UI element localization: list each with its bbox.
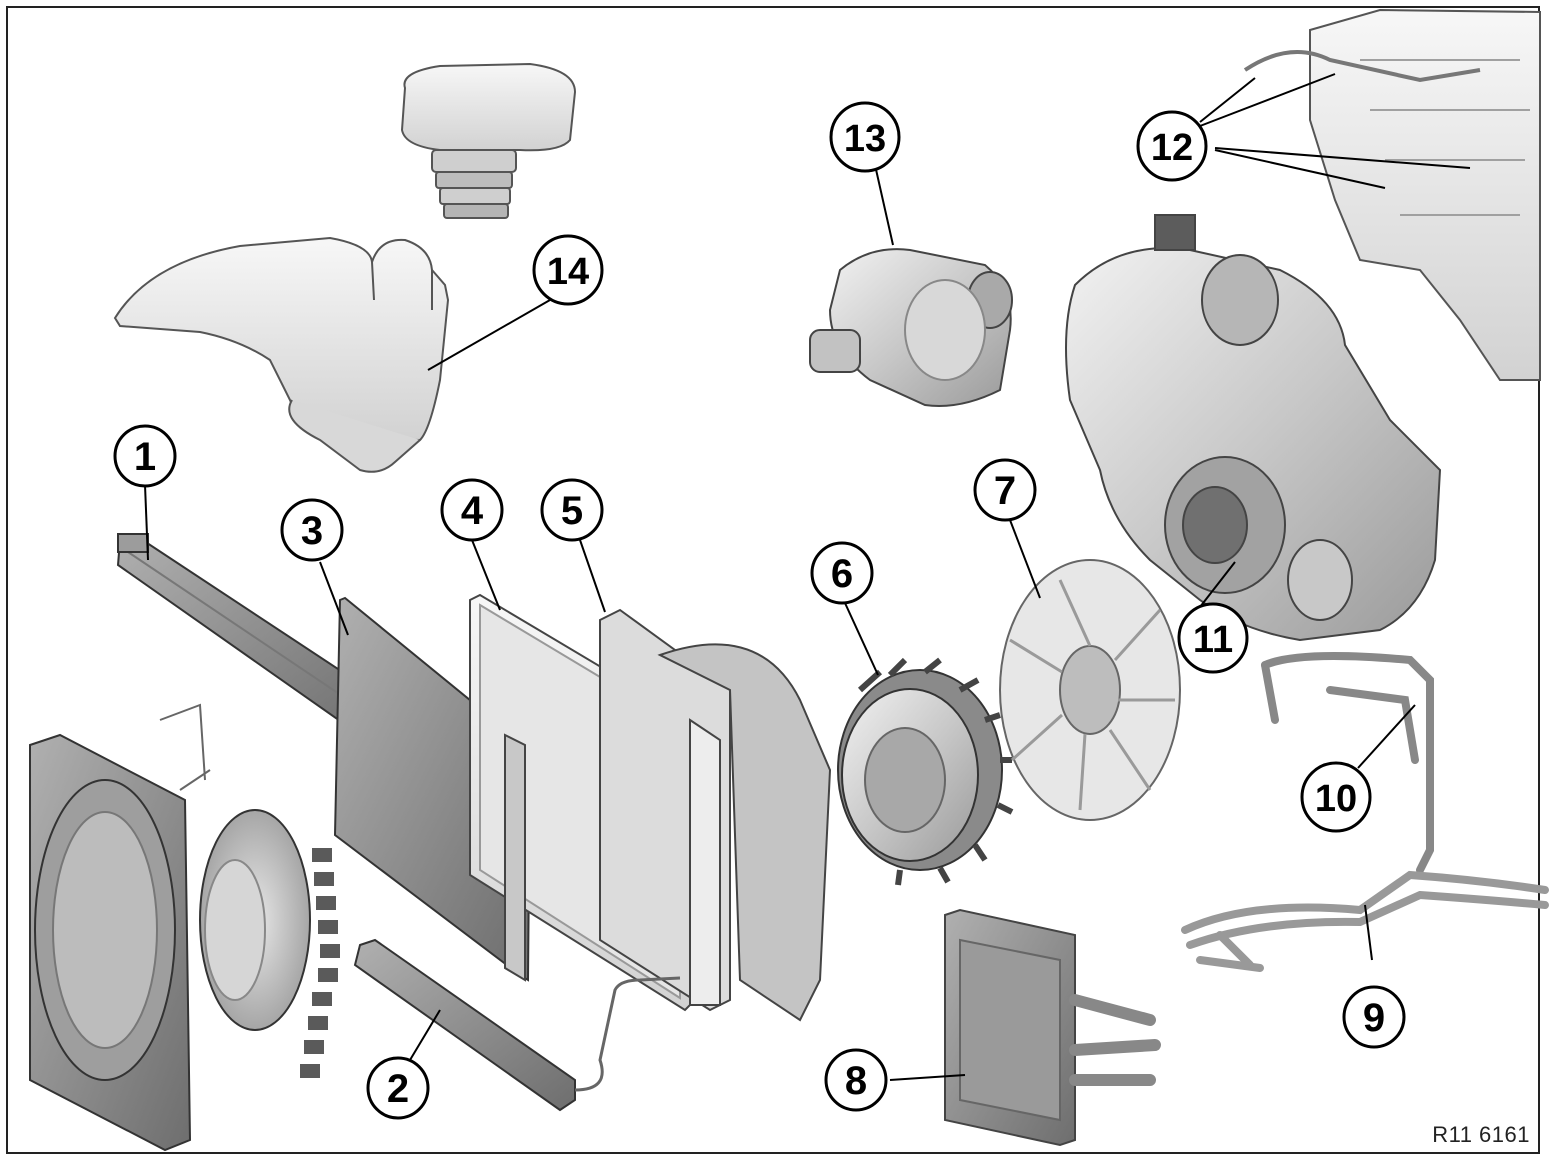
callout-5-label: 5 (561, 489, 583, 533)
callout-11: 11 (1177, 602, 1249, 674)
callout-6: 6 (810, 541, 874, 605)
leader-lines (144, 73, 1471, 1081)
callout-12-label: 12 (1151, 127, 1193, 169)
callout-3: 3 (280, 498, 344, 562)
callout-12: 12 (1136, 110, 1208, 182)
part-oil-cooler-small (353, 938, 681, 1112)
callout-1: 1 (113, 424, 177, 488)
callout-9-label: 9 (1363, 996, 1385, 1040)
callout-10: 10 (1300, 761, 1372, 833)
part-expansion-tank (113, 236, 450, 473)
callout-11-label: 11 (1193, 619, 1233, 661)
callout-7-label: 7 (994, 469, 1016, 513)
callout-6-label: 6 (831, 552, 853, 596)
part-fan-blade (999, 559, 1181, 821)
callout-4-label: 4 (461, 489, 484, 533)
callout-10-label: 10 (1315, 778, 1357, 820)
callout-4: 4 (440, 478, 504, 542)
part-oil-cooler-lines (1181, 870, 1549, 972)
part-water-pump-housing (1065, 214, 1442, 642)
callout-1-label: 1 (134, 435, 156, 479)
callout-3-label: 3 (301, 509, 323, 553)
callout-9: 9 (1342, 985, 1406, 1049)
callout-7: 7 (973, 458, 1037, 522)
callout-13: 13 (829, 101, 901, 173)
callout-2-label: 2 (387, 1067, 409, 1111)
part-hose-set (1261, 652, 1434, 874)
callout-14-label: 14 (547, 251, 589, 293)
part-fan-seal-strips (300, 848, 340, 1078)
callout-5: 5 (540, 478, 604, 542)
part-electric-fan-shroud (29, 703, 311, 1152)
part-expansion-tank-cap (400, 62, 577, 219)
part-condenser (599, 608, 832, 1022)
reference-code: R11 6161 (1432, 1122, 1530, 1147)
part-engine-block (1243, 8, 1541, 381)
callout-8: 8 (824, 1048, 888, 1112)
callout-8-label: 8 (845, 1059, 867, 1103)
callout-13-label: 13 (844, 118, 886, 160)
callout-2: 2 (366, 1056, 430, 1120)
part-thermostat (809, 248, 1013, 407)
part-viscous-clutch (837, 657, 1014, 886)
part-engine-oil-cooler (944, 908, 1161, 1147)
callout-14: 14 (532, 234, 604, 306)
